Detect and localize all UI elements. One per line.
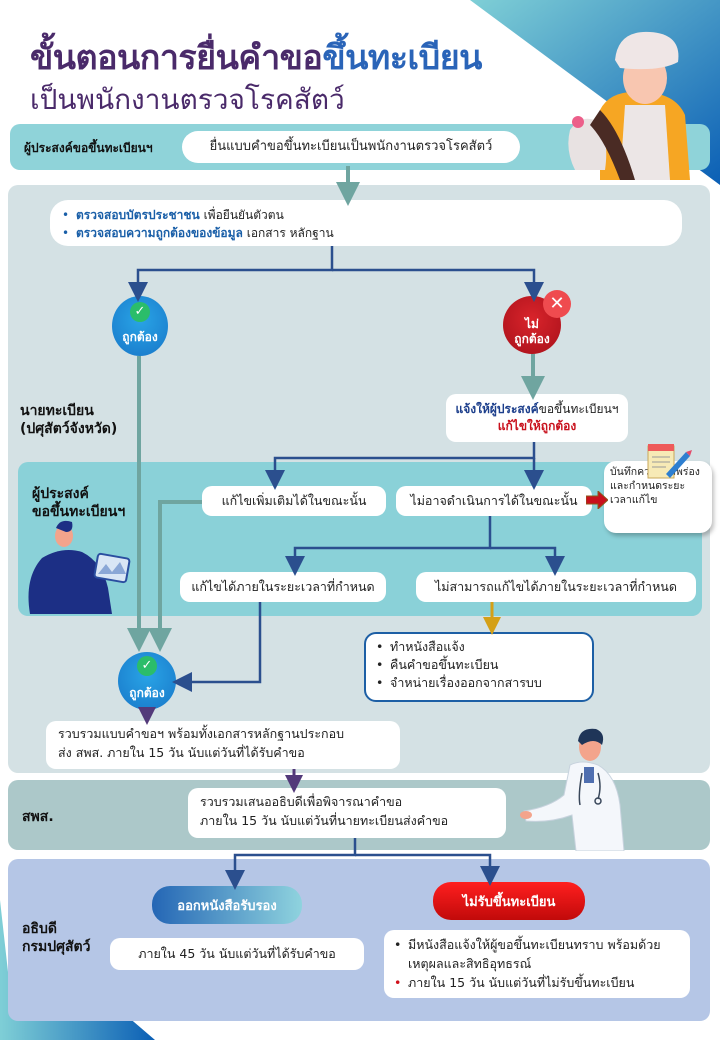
check-icon: ✓: [137, 656, 157, 676]
page-subtitle: เป็นพนักงานตรวจโรคสัตว์: [30, 83, 345, 116]
cross-icon: ✕: [543, 290, 571, 318]
title-part-2: ขึ้นทะเบียน: [322, 38, 482, 78]
notify-fix-step: แจ้งให้ผู้ประสงค์ขอขึ้นทะเบียนฯ แก้ไขให้…: [446, 394, 628, 442]
lane-label-applicant-top: ผู้ประสงค์ขอขึ้นทะเบียนฯ: [24, 141, 153, 155]
verify-id-item: ตรวจสอบบัตรประชาชน เพื่อยืนยันตัวตน: [58, 206, 682, 224]
fix-immediately-option: แก้ไขเพิ่มเติมได้ในขณะนั้น: [202, 486, 386, 516]
check-icon: ✓: [130, 302, 150, 322]
dld-review-step: รวบรวมเสนออธิบดีเพื่อพิจารณาคำขอ ภายใน 1…: [188, 788, 506, 838]
rejection-action-item: คืนคำขอขึ้นทะเบียน: [372, 656, 592, 674]
rejection-actions: ทำหนังสือแจ้ง คืนคำขอขึ้นทะเบียน จำหน่าย…: [364, 632, 594, 702]
notepad-pencil-icon: [647, 444, 692, 479]
decision-incorrect: ✕ ไม่ ถูกต้อง: [503, 290, 571, 354]
rejection-action-item: ทำหนังสือแจ้ง: [372, 638, 592, 656]
reject-details: มีหนังสือแจ้งให้ผู้ขอขึ้นทะเบียนทราบ พร้…: [384, 930, 690, 998]
rejection-action-item: จำหน่ายเรื่องออกจากสารบบ: [372, 674, 592, 692]
reject-detail-item: มีหนังสือแจ้งให้ผู้ขอขึ้นทะเบียนทราบ พร้…: [390, 936, 684, 974]
lane-label-applicant: ผู้ประสงค์ ขอขึ้นทะเบียนฯ: [32, 486, 126, 521]
lane-label-director-general: อธิบดี กรมปศุสัตว์: [22, 921, 91, 956]
collect-and-send-step: รวบรวมแบบคำขอฯ พร้อมทั้งเอกสารหลักฐานประ…: [46, 721, 400, 769]
submit-application-step: ยื่นแบบคำขอขึ้นทะเบียนเป็นพนักงานตรวจโรค…: [182, 131, 520, 163]
title-part-1: ขั้นตอนการยื่นคำขอ: [30, 38, 323, 78]
decision-correct-final: ✓ ถูกต้อง: [118, 652, 176, 710]
fixed-within-deadline-option: แก้ไขได้ภายในระยะเวลาที่กำหนด: [180, 572, 386, 602]
page-title: ขั้นตอนการยื่นคำขอขึ้นทะเบียน: [30, 30, 482, 84]
decision-correct: ✓ ถูกต้อง: [112, 296, 168, 356]
reject-registration-outcome: ไม่รับขึ้นทะเบียน: [433, 882, 585, 920]
not-fixed-within-deadline-option: ไม่สามารถแก้ไขได้ภายในระยะเวลาที่กำหนด: [416, 572, 696, 602]
lane-label-registrar: นายทะเบียน (ปศุสัตว์จังหวัด): [20, 403, 118, 438]
approve-deadline-note: ภายใน 45 วัน นับแต่วันที่ได้รับคำขอ: [110, 938, 364, 970]
veterinarian-illustration: [520, 728, 625, 851]
applicant-with-tablet-illustration: [28, 520, 131, 614]
approve-certificate-outcome: ออกหนังสือรับรอง: [152, 886, 302, 924]
reject-detail-item: ภายใน 15 วัน นับแต่วันที่ไม่รับขึ้นทะเบี…: [390, 974, 684, 993]
verify-docs-item: ตรวจสอบความถูกต้องของข้อมูล เอกสาร หลักฐ…: [58, 224, 682, 242]
arrow-right-icon: [586, 491, 608, 509]
cannot-fix-now-option: ไม่อาจดำเนินการได้ในขณะนั้น: [396, 486, 592, 516]
verification-step: ตรวจสอบบัตรประชาชน เพื่อยืนยันตัวตน ตรวจ…: [50, 200, 682, 246]
lane-label-dld: สพส.: [22, 809, 54, 825]
inspector-with-chicken-illustration: [568, 31, 690, 180]
